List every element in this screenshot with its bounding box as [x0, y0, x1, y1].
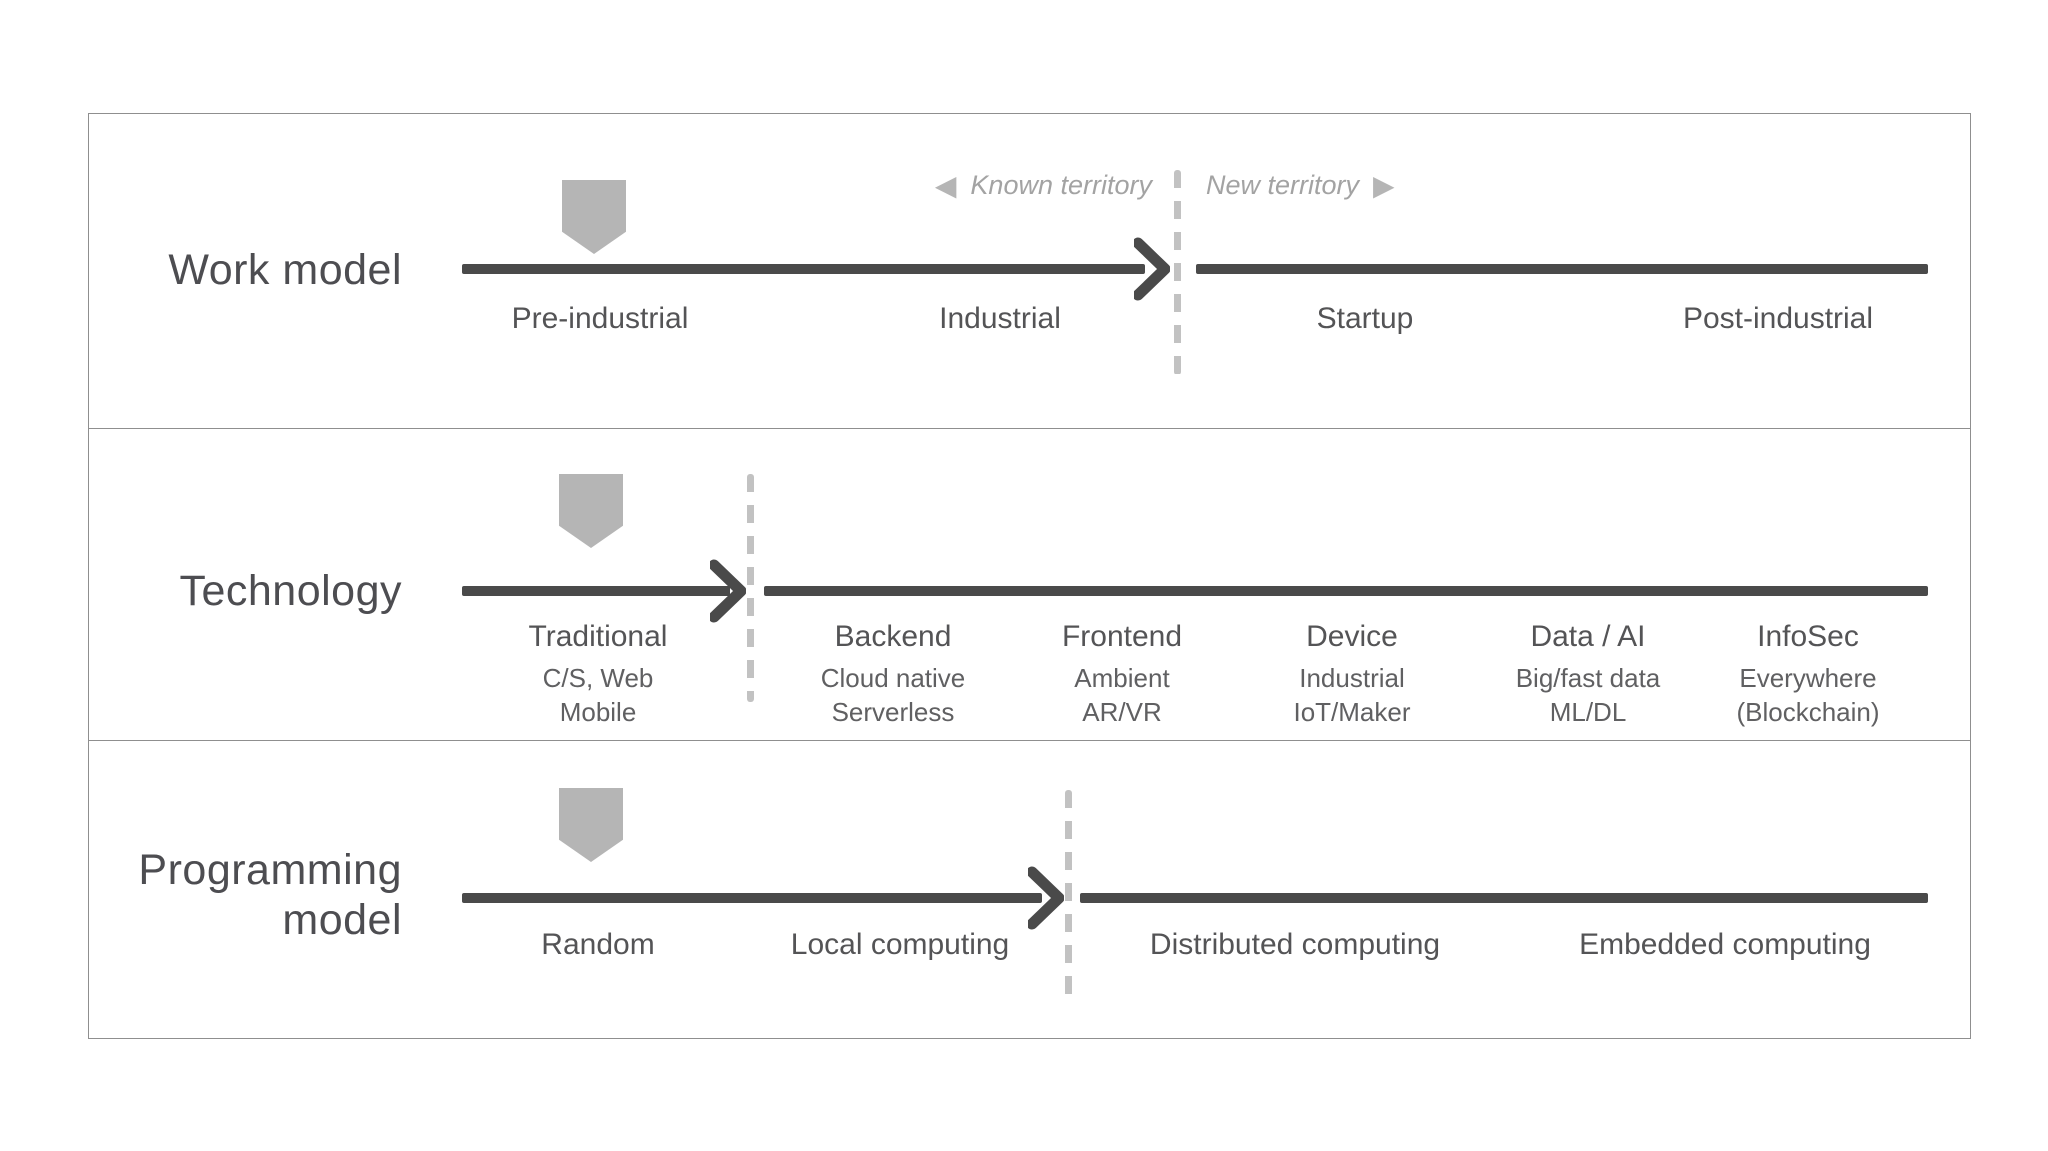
stage-embedded-computing: Embedded computing	[1579, 928, 1871, 961]
programming-model-title-line2: model	[282, 896, 402, 944]
stage-pre-industrial: Pre-industrial	[511, 302, 689, 335]
stage-device: Device	[1306, 620, 1398, 653]
row-divider-1	[88, 428, 1971, 429]
stage-device-sub: Industrial IoT/Maker	[1132, 661, 1572, 729]
stage-traditional: Traditional	[528, 620, 668, 653]
stage-sub-line: Industrial	[1299, 663, 1405, 693]
technology-timeline-new	[764, 586, 1928, 596]
known-territory-text: Known territory	[970, 170, 1152, 200]
stage-distributed-computing: Distributed computing	[1149, 928, 1441, 961]
stage-sub-line: IoT/Maker	[1293, 697, 1411, 727]
stage-local-computing: Local computing	[790, 928, 1010, 961]
programming-timeline-known	[462, 893, 1042, 903]
arrowhead-icon	[1028, 866, 1064, 930]
programming-model-row-title: Programming model	[90, 845, 402, 945]
stage-sub-line: Everywhere	[1739, 663, 1877, 693]
programming-model-title-line1: Programming	[138, 846, 402, 894]
work-model-timeline-known	[462, 264, 1145, 274]
stage-backend: Backend	[834, 620, 952, 653]
stage-infosec-sub: Everywhere (Blockchain)	[1588, 661, 2028, 729]
stage-data-ai: Data / AI	[1530, 620, 1646, 653]
stage-sub-line: AR/VR	[1082, 697, 1162, 727]
stage-sub-line: (Blockchain)	[1736, 697, 1880, 727]
stage-traditional-sub: C/S, Web Mobile	[378, 661, 818, 729]
technology-timeline-known	[462, 586, 730, 596]
stage-industrial: Industrial	[939, 302, 1061, 335]
row-divider-2	[88, 740, 1971, 741]
stage-sub-line: Serverless	[831, 697, 955, 727]
stage-frontend: Frontend	[1061, 620, 1183, 653]
stage-sub-line: Ambient	[1074, 663, 1170, 693]
stage-data-ai-sub: Big/fast data ML/DL	[1368, 661, 1808, 729]
stage-frontend-sub: Ambient AR/VR	[902, 661, 1342, 729]
stage-startup: Startup	[1316, 302, 1414, 335]
right-triangle-icon: ▶	[1373, 170, 1395, 201]
technology-row-title: Technology	[179, 567, 402, 615]
new-territory-label: New territory ▶	[1206, 168, 1395, 201]
stage-post-industrial: Post-industrial	[1682, 302, 1874, 335]
known-territory-label: ◀ Known territory	[800, 168, 1152, 201]
stage-infosec: InfoSec	[1757, 620, 1859, 653]
work-model-territory-divider	[1174, 170, 1181, 375]
programming-timeline-new	[1080, 893, 1928, 903]
arrowhead-icon	[710, 559, 746, 623]
arrowhead-icon	[1134, 237, 1170, 301]
work-model-timeline-new	[1196, 264, 1928, 274]
technology-territory-divider	[747, 474, 754, 702]
stage-sub-line: ML/DL	[1549, 697, 1627, 727]
stage-sub-line: C/S, Web	[542, 663, 654, 693]
stage-sub-line: Cloud native	[820, 663, 966, 693]
programming-territory-divider	[1065, 790, 1072, 1005]
work-model-row-title: Work model	[168, 246, 402, 294]
stage-sub-line: Mobile	[559, 697, 637, 727]
stage-random: Random	[541, 928, 655, 961]
stage-backend-sub: Cloud native Serverless	[673, 661, 1113, 729]
stage-sub-line: Big/fast data	[1515, 663, 1661, 693]
left-triangle-icon: ◀	[934, 170, 957, 201]
new-territory-text: New territory	[1206, 170, 1360, 200]
